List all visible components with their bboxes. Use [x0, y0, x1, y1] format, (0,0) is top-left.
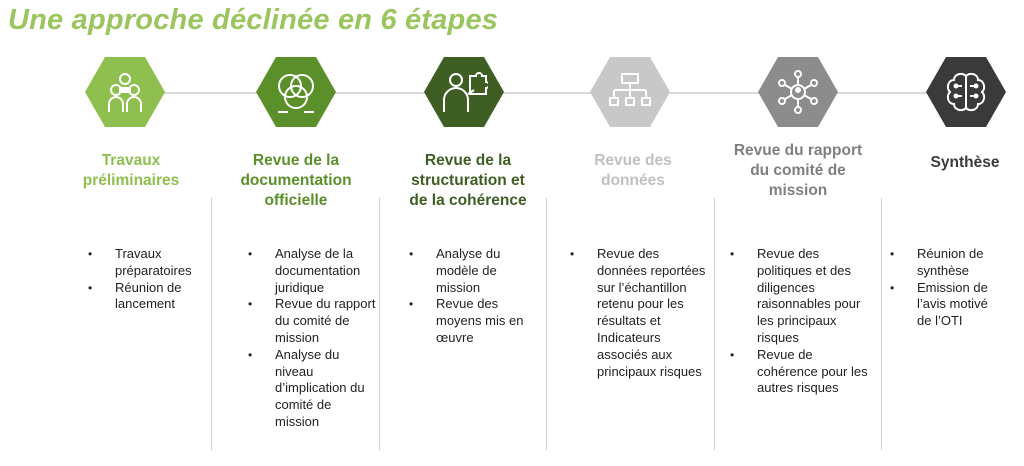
step-5-hexagon	[758, 57, 838, 127]
step-2-title-line: documentation	[240, 172, 352, 189]
team-binoculars-icon	[108, 73, 142, 112]
step-1-bullets: Travaux préparatoiresRéunion de lancemen…	[88, 246, 203, 313]
step-4-title-line: Revue des	[594, 152, 672, 169]
network-person-icon	[778, 70, 818, 114]
step-5-title-line: du comité de	[750, 162, 846, 179]
step-4-title-line: données	[601, 172, 665, 189]
timeline-connector	[125, 92, 970, 94]
step-3-bullet: Analyse du modèle de mission	[409, 246, 529, 296]
step-5-title: Revue du rapport du comité de mission	[718, 141, 878, 201]
step-5-bullet: Revue de cohérence pour les autres risqu…	[730, 347, 870, 397]
hierarchy-chart-icon	[609, 73, 651, 106]
step-4-bullets: Revue des données reportées sur l’échant…	[570, 246, 710, 380]
overlapping-circles-icon	[278, 74, 314, 113]
step-2-bullet: Analyse du niveau d’implication du comit…	[248, 347, 376, 431]
step-2-hexagon	[256, 57, 336, 127]
step-3-title: Revue de la structuration et de la cohéren…	[388, 151, 548, 211]
step-1-title-line: préliminaires	[82, 172, 180, 189]
step-2-bullet: Analyse de la documentation juridique	[248, 246, 376, 296]
step-4-title: Revue des données	[553, 151, 713, 191]
step-1-title-line: Travaux	[101, 152, 161, 169]
page-title: Une approche déclinée en 6 étapes	[8, 4, 499, 36]
step-4-hexagon	[590, 57, 670, 127]
column-divider	[881, 198, 882, 450]
step-6-title-line: Synthèse	[930, 154, 1000, 171]
step-3-title-line: Revue de la	[424, 152, 512, 169]
step-5-title-line: mission	[768, 182, 828, 199]
step-2-title-line: Revue de la	[252, 152, 340, 169]
column-divider	[714, 198, 715, 450]
step-6-bullet: Réunion de synthèse	[890, 246, 1005, 280]
column-divider	[211, 198, 212, 450]
step-1-hexagon	[85, 57, 165, 127]
step-1-title: Travaux préliminaires	[51, 151, 211, 191]
step-4-bullet: Revue des données reportées sur l’échant…	[570, 246, 710, 380]
step-3-title-line: de la cohérence	[409, 192, 527, 209]
column-divider	[546, 198, 547, 450]
step-2-title-line: officielle	[264, 192, 328, 209]
person-puzzle-icon	[443, 72, 488, 112]
step-6-title: Synthèse	[885, 153, 1024, 173]
step-2-bullet: Revue du rapport du comité de mission	[248, 296, 376, 346]
brain-circuit-icon	[946, 72, 986, 112]
step-5-bullet: Revue des politiques et des diligences r…	[730, 246, 870, 347]
step-3-hexagon	[424, 57, 504, 127]
step-2-bullets: Analyse de la documentation juridiqueRev…	[248, 246, 376, 431]
step-1-bullet: Réunion de lancement	[88, 280, 203, 314]
step-5-title-line: Revue du rapport	[733, 142, 863, 159]
step-3-bullet: Revue des moyens mis en œuvre	[409, 296, 529, 346]
step-6-bullet: Emission de l’avis motivé de l’OTI	[890, 280, 1005, 330]
column-divider	[379, 198, 380, 450]
step-5-bullets: Revue des politiques et des diligences r…	[730, 246, 870, 397]
step-1-bullet: Travaux préparatoires	[88, 246, 203, 280]
step-2-title: Revue de la documentation officielle	[216, 151, 376, 211]
step-6-hexagon	[926, 57, 1006, 127]
step-3-title-line: structuration et	[411, 172, 525, 189]
step-6-bullets: Réunion de synthèseEmission de l’avis mo…	[890, 246, 1005, 330]
